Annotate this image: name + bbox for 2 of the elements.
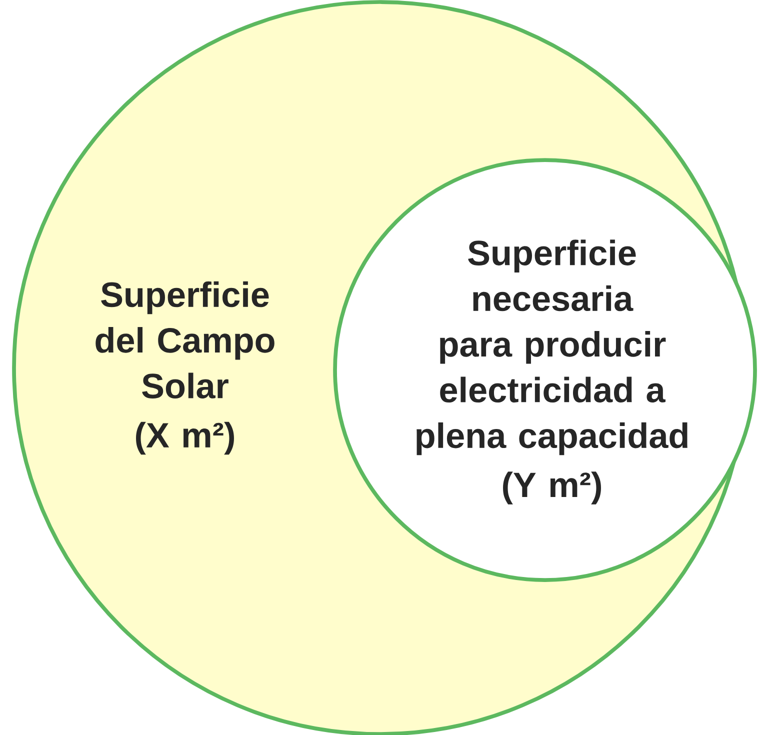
node-label: Superficie necesaria para producir electricidad a plena capacidad bbox=[416, 240, 688, 456]
node-label: (Y m²) bbox=[503, 472, 601, 504]
